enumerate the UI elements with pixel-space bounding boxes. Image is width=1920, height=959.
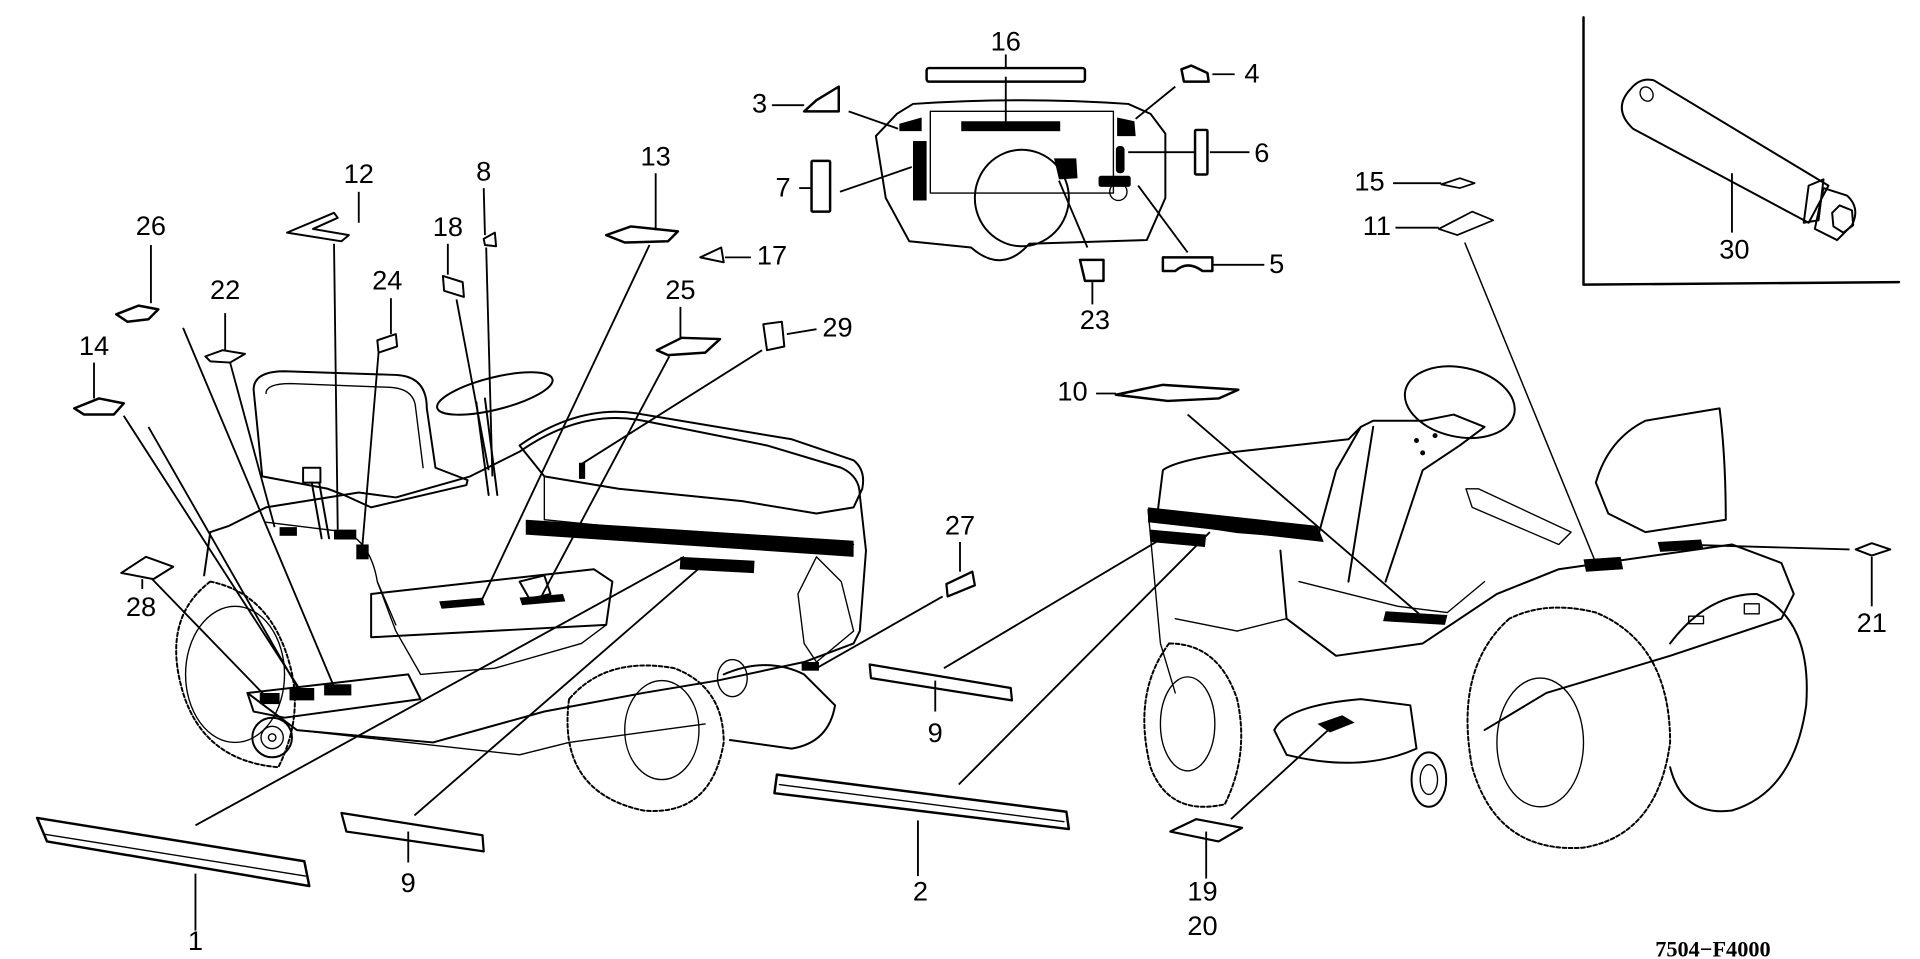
decal-10 bbox=[1114, 383, 1240, 403]
callout-13[interactable]: 13 bbox=[641, 141, 671, 172]
decal-2 bbox=[773, 773, 1071, 831]
decal-29 bbox=[762, 320, 786, 352]
decal-15 bbox=[1440, 177, 1476, 189]
callout-12[interactable]: 12 bbox=[344, 158, 374, 189]
callout-10[interactable]: 10 bbox=[1057, 376, 1087, 407]
callout-24[interactable]: 24 bbox=[372, 264, 402, 295]
callout-23[interactable]: 23 bbox=[1080, 304, 1110, 335]
callout-14[interactable]: 14 bbox=[79, 330, 109, 361]
callout-5[interactable]: 5 bbox=[1269, 248, 1284, 279]
callout-1[interactable]: 1 bbox=[188, 925, 203, 956]
callout-3[interactable]: 3 bbox=[752, 87, 767, 118]
decal-4 bbox=[1180, 64, 1210, 83]
dashboard-panel bbox=[874, 99, 1167, 262]
decal-18 bbox=[441, 274, 465, 298]
callout-11[interactable]: 11 bbox=[1363, 210, 1391, 241]
tool-inset-box bbox=[1582, 16, 1901, 286]
decal-9a bbox=[340, 811, 485, 853]
decal-1 bbox=[35, 816, 311, 888]
decal-27 bbox=[945, 570, 976, 598]
callout-15[interactable]: 15 bbox=[1354, 165, 1384, 196]
decal-23 bbox=[1078, 258, 1105, 283]
right-tractor-illustration bbox=[1143, 365, 1808, 850]
decal-11 bbox=[1437, 210, 1495, 236]
callout-4[interactable]: 4 bbox=[1244, 58, 1259, 89]
callout-29[interactable]: 29 bbox=[822, 311, 852, 342]
callout-19[interactable]: 19 bbox=[1187, 876, 1217, 907]
callout-7[interactable]: 7 bbox=[776, 172, 791, 203]
left-tractor-illustration bbox=[175, 370, 867, 812]
callout-27[interactable]: 27 bbox=[945, 509, 975, 540]
callout-22[interactable]: 22 bbox=[210, 274, 240, 305]
spark-plug-wrench-icon bbox=[1620, 78, 1857, 242]
callout-25[interactable]: 25 bbox=[665, 274, 695, 305]
decal-22 bbox=[204, 349, 246, 364]
figure-code: 7504−F4000 bbox=[1655, 937, 1770, 959]
decal-19 bbox=[1169, 818, 1244, 843]
decal-7 bbox=[810, 159, 832, 213]
callout-21[interactable]: 21 bbox=[1857, 607, 1887, 638]
callout-9b[interactable]: 9 bbox=[928, 717, 943, 748]
decal-12 bbox=[286, 211, 350, 243]
callout-28[interactable]: 28 bbox=[126, 591, 156, 622]
decal-5 bbox=[1161, 256, 1214, 273]
decal-21 bbox=[1854, 542, 1892, 557]
decal-13 bbox=[604, 225, 680, 244]
callout-2[interactable]: 2 bbox=[913, 876, 928, 907]
decal-25 bbox=[655, 336, 722, 357]
callouts: 1 2 3 4 5 6 7 8 9 9 10 11 12 13 14 15 16… bbox=[79, 25, 1887, 956]
callout-18[interactable]: 18 bbox=[433, 211, 463, 242]
callout-26[interactable]: 26 bbox=[136, 210, 166, 241]
decal-17 bbox=[699, 246, 725, 264]
decal-6 bbox=[1193, 128, 1209, 176]
callout-6[interactable]: 6 bbox=[1254, 137, 1269, 168]
callout-30[interactable]: 30 bbox=[1719, 233, 1749, 264]
decal-8 bbox=[482, 231, 498, 248]
callout-9a[interactable]: 9 bbox=[401, 867, 416, 898]
callout-8[interactable]: 8 bbox=[476, 155, 491, 186]
decal-14 bbox=[72, 397, 125, 416]
decal-9b bbox=[868, 663, 1014, 702]
callout-16[interactable]: 16 bbox=[991, 25, 1021, 56]
callout-17[interactable]: 17 bbox=[757, 240, 787, 271]
decal-24 bbox=[376, 333, 399, 354]
decal-3 bbox=[802, 85, 840, 113]
callout-20[interactable]: 20 bbox=[1187, 910, 1217, 941]
decal-28 bbox=[120, 555, 175, 581]
decal-26 bbox=[115, 304, 160, 323]
